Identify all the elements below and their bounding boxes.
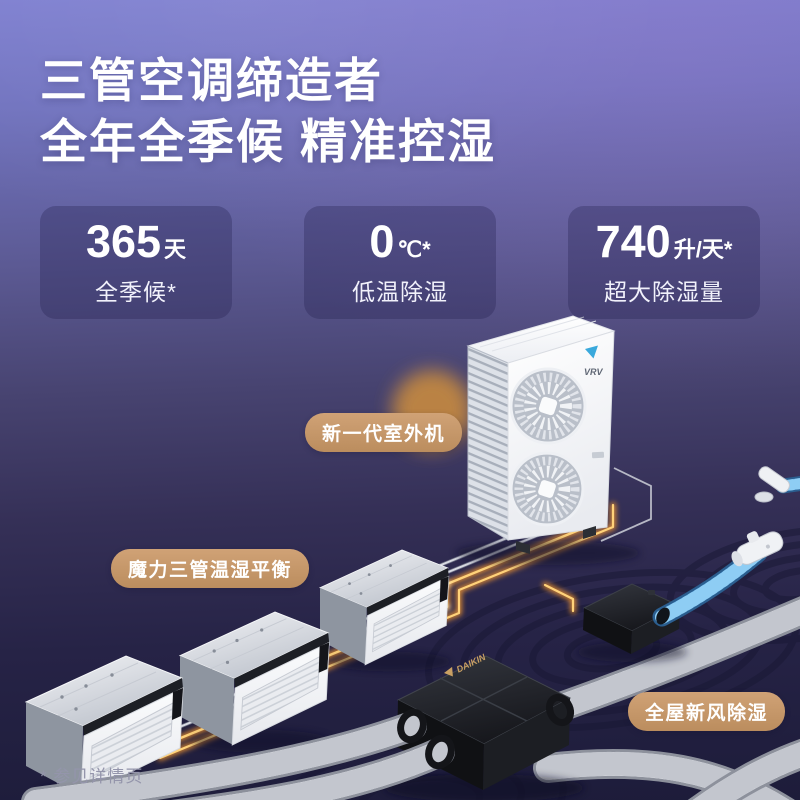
footnote: * 参见详情页 — [40, 767, 144, 786]
stat-value: 0 — [369, 215, 395, 267]
stat-value: 740 — [595, 215, 671, 267]
blue-hose — [652, 475, 800, 627]
headline-line1: 三管空调缔造者 — [40, 54, 383, 107]
branch-box — [577, 583, 687, 662]
stat-card-temperature: 0 ℃* 低温除湿 — [304, 206, 496, 319]
daikin-vrv-badge: VRV — [584, 345, 604, 377]
white-pipe-fittings — [731, 466, 790, 567]
headline: 三管空调缔造者 全年全季候 精准控湿 — [40, 50, 496, 172]
stat-value-row: 740 升/天* — [596, 219, 733, 264]
stats-row: 365 天 全季候* 0 ℃* 低温除湿 740 升/天* 超大除湿量 — [40, 206, 760, 319]
stat-unit: ℃* — [397, 236, 431, 262]
callout-three-pipe: 魔力三管温湿平衡 — [111, 549, 310, 588]
stat-label: 超大除湿量 — [604, 278, 724, 305]
outdoor-unit: VRV — [456, 315, 652, 565]
headline-line2: 全年全季候 精准控湿 — [40, 115, 497, 168]
stat-card-capacity: 740 升/天* 超大除湿量 — [568, 206, 760, 319]
grey-hoses-right — [533, 596, 800, 800]
stat-value: 365 — [85, 215, 162, 267]
callout-outdoor-unit: 新一代室外机 — [305, 413, 463, 452]
grey-hoses-left — [21, 693, 575, 800]
fan-bottom — [511, 453, 583, 525]
vrv-label: VRV — [584, 367, 604, 377]
stat-card-days: 365 天 全季候* — [40, 206, 232, 319]
stat-unit: 升/天* — [673, 236, 733, 262]
fan-top — [511, 369, 585, 443]
stat-label: 低温除湿 — [352, 278, 448, 305]
stat-unit: 天 — [164, 236, 187, 262]
callout-fresh-air: 全屋新风除湿 — [628, 692, 786, 731]
stat-value-row: 0 ℃* — [369, 219, 430, 264]
stat-value-row: 365 天 — [86, 219, 186, 264]
stat-label: 全季候* — [95, 278, 177, 305]
